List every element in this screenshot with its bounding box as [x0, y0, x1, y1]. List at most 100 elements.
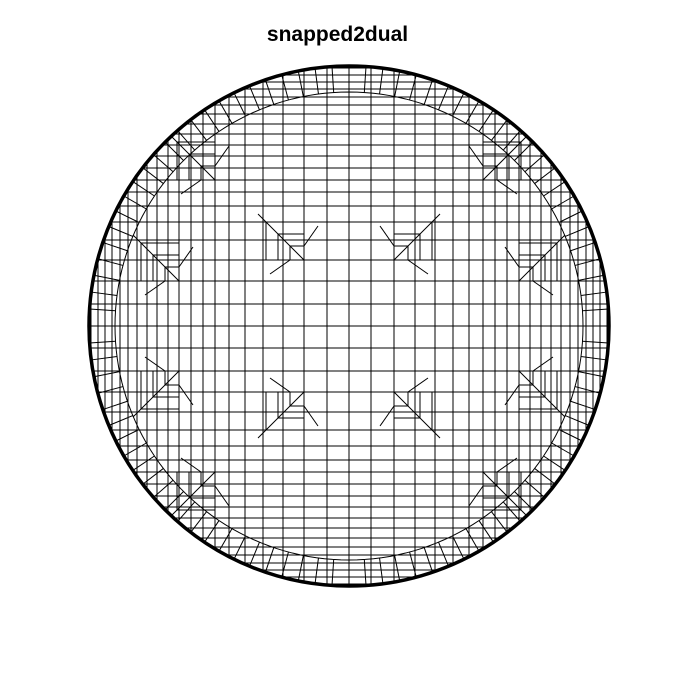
mesh-edge — [214, 485, 230, 507]
mesh-edge — [570, 241, 596, 252]
mesh-edge — [153, 154, 174, 173]
mesh-edge — [564, 226, 590, 237]
mesh-edge — [478, 520, 494, 543]
mesh-edge — [409, 551, 417, 578]
mesh-edge — [363, 66, 367, 93]
mesh-edge — [502, 130, 521, 151]
mesh-edge — [218, 528, 233, 552]
mesh-edge — [114, 91, 584, 561]
mesh-edge — [303, 225, 319, 247]
mesh-edge — [89, 340, 116, 344]
mesh-edge — [409, 74, 417, 101]
mesh-edge — [532, 280, 554, 296]
mesh-edge — [177, 501, 196, 522]
mesh-edge — [93, 371, 120, 378]
mesh-edge — [551, 195, 575, 210]
mesh-edge — [164, 491, 184, 511]
mesh-edge — [132, 181, 155, 197]
mesh-edge — [379, 405, 395, 427]
mesh-edge — [394, 70, 401, 97]
mesh-edge — [514, 141, 534, 161]
mesh-edge — [468, 485, 484, 507]
mesh-edge — [180, 179, 202, 195]
mesh-edge — [518, 234, 566, 282]
mesh-edge — [214, 145, 230, 167]
mesh-edge — [108, 226, 134, 237]
mesh-edge — [178, 246, 194, 268]
mesh-edge — [144, 356, 166, 372]
mesh-edge — [468, 145, 484, 167]
mesh-edge — [570, 400, 596, 411]
mesh-edge — [91, 356, 118, 361]
mesh-edge — [102, 241, 128, 252]
mesh-edge — [168, 133, 216, 181]
mesh-edge — [452, 92, 465, 117]
mesh-edge — [582, 340, 609, 344]
mesh-edge — [233, 92, 246, 117]
mesh-edge — [115, 429, 140, 442]
mesh-edge — [558, 210, 583, 223]
mesh-edge — [144, 280, 166, 296]
mesh-edge — [123, 442, 147, 457]
mesh-edge — [264, 547, 275, 573]
mesh-edge — [303, 405, 319, 427]
mesh-edge — [190, 119, 207, 141]
mesh-edge — [314, 557, 319, 584]
mesh-edge — [491, 119, 508, 141]
mesh-edge — [534, 167, 556, 184]
mesh-edge — [89, 308, 116, 312]
figure-title: snapped2dual — [266, 23, 409, 46]
mesh-edge — [393, 213, 441, 261]
mesh-edge — [204, 109, 220, 132]
mesh-edge — [504, 246, 520, 268]
mesh-edge — [132, 455, 155, 471]
mesh-edge — [331, 66, 335, 93]
mesh-edge — [502, 501, 521, 522]
mesh-edge — [465, 528, 480, 552]
mesh-edge — [269, 377, 291, 393]
mesh-edge — [578, 371, 605, 378]
mesh-edge — [123, 195, 147, 210]
mesh-motifs — [132, 133, 566, 519]
mesh-edge — [518, 370, 566, 418]
mesh-edge — [142, 468, 164, 485]
mesh-edge — [423, 79, 434, 105]
mesh-edge — [543, 455, 566, 471]
mesh-edge — [132, 234, 180, 282]
mesh-edge — [115, 210, 140, 223]
mesh-edge — [379, 557, 384, 584]
mesh-edge — [249, 85, 260, 111]
mesh-edge — [204, 520, 220, 543]
mesh-edge — [580, 291, 607, 296]
mesh-edge — [168, 471, 216, 519]
mesh-edge — [574, 258, 601, 266]
mesh-edge — [582, 308, 609, 312]
mesh-edge — [257, 213, 305, 261]
mesh-edge — [180, 457, 202, 473]
mesh-edge — [514, 491, 534, 511]
mesh-edge — [102, 400, 128, 411]
mesh-edge — [379, 68, 384, 95]
boundary-circle — [87, 64, 611, 588]
mesh-edge — [233, 535, 246, 560]
mesh-edge — [314, 68, 319, 95]
mesh-edge — [564, 415, 590, 426]
mesh-edge — [297, 70, 304, 97]
mesh-edge — [465, 100, 480, 124]
mesh-edge — [379, 225, 395, 247]
mesh-edge — [190, 511, 207, 533]
mesh-edge — [178, 384, 194, 406]
mesh-edge — [482, 133, 530, 181]
mesh-edge — [423, 547, 434, 573]
mesh-edge — [297, 555, 304, 582]
mesh-edge — [478, 109, 494, 132]
mesh-edge — [394, 555, 401, 582]
mesh-edge — [574, 386, 601, 394]
mesh-edge — [164, 141, 184, 161]
mesh-edge — [108, 415, 134, 426]
mesh-edge — [153, 479, 174, 498]
mesh-edge — [269, 259, 291, 275]
mesh-edge — [452, 535, 465, 560]
mesh-edge — [93, 274, 120, 281]
